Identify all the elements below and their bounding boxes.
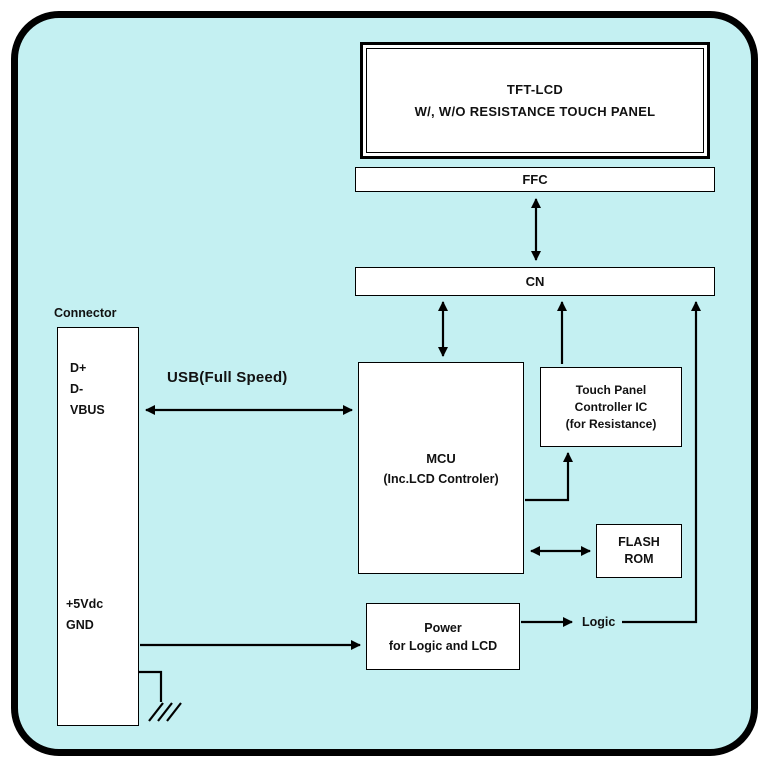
touch-panel-controller-box: Touch Panel Controller IC (for Resistanc… <box>540 367 682 447</box>
flash-line2: ROM <box>624 552 654 566</box>
connector-power-pins: +5Vdc GND <box>66 594 103 636</box>
connector-title: Connector <box>54 306 117 320</box>
connector-box: D+ D- VBUS +5Vdc GND <box>57 327 139 726</box>
tft-lcd-title: TFT-LCD <box>506 82 564 97</box>
connector-signal-pins: D+ D- VBUS <box>70 358 105 421</box>
pin-dminus: D- <box>70 382 84 396</box>
flash-line1: FLASH <box>618 535 660 549</box>
ffc-box: FFC <box>355 167 715 192</box>
logic-output-label: Logic <box>582 615 616 629</box>
mcu-title: MCU <box>426 450 456 466</box>
tft-lcd-inner-border: TFT-LCD W/, W/O RESISTANCE TOUCH PANEL <box>366 48 704 153</box>
pin-gnd: GND <box>66 618 94 632</box>
tft-lcd-box: TFT-LCD W/, W/O RESISTANCE TOUCH PANEL <box>360 42 710 159</box>
power-line1: Power <box>424 620 462 635</box>
cn-box: CN <box>355 267 715 296</box>
power-line2: for Logic and LCD <box>388 638 498 653</box>
power-box: Power for Logic and LCD <box>366 603 520 670</box>
tft-lcd-subtitle: W/, W/O RESISTANCE TOUCH PANEL <box>414 104 656 119</box>
flash-rom-box: FLASH ROM <box>596 524 682 578</box>
pin-dplus: D+ <box>70 361 87 375</box>
mcu-subtitle: (Inc.LCD Controler) <box>383 471 499 486</box>
ffc-label: FFC <box>522 172 548 187</box>
pin-vbus: VBUS <box>70 403 105 417</box>
cn-label: CN <box>525 274 545 289</box>
mcu-box: MCU (Inc.LCD Controler) <box>358 362 524 574</box>
touch-line2: Controller IC <box>574 399 648 414</box>
touch-line1: Touch Panel <box>575 382 647 397</box>
touch-line3: (for Resistance) <box>565 416 657 431</box>
pin-5vdc: +5Vdc <box>66 597 104 611</box>
usb-bus-label: USB(Full Speed) <box>167 369 288 386</box>
